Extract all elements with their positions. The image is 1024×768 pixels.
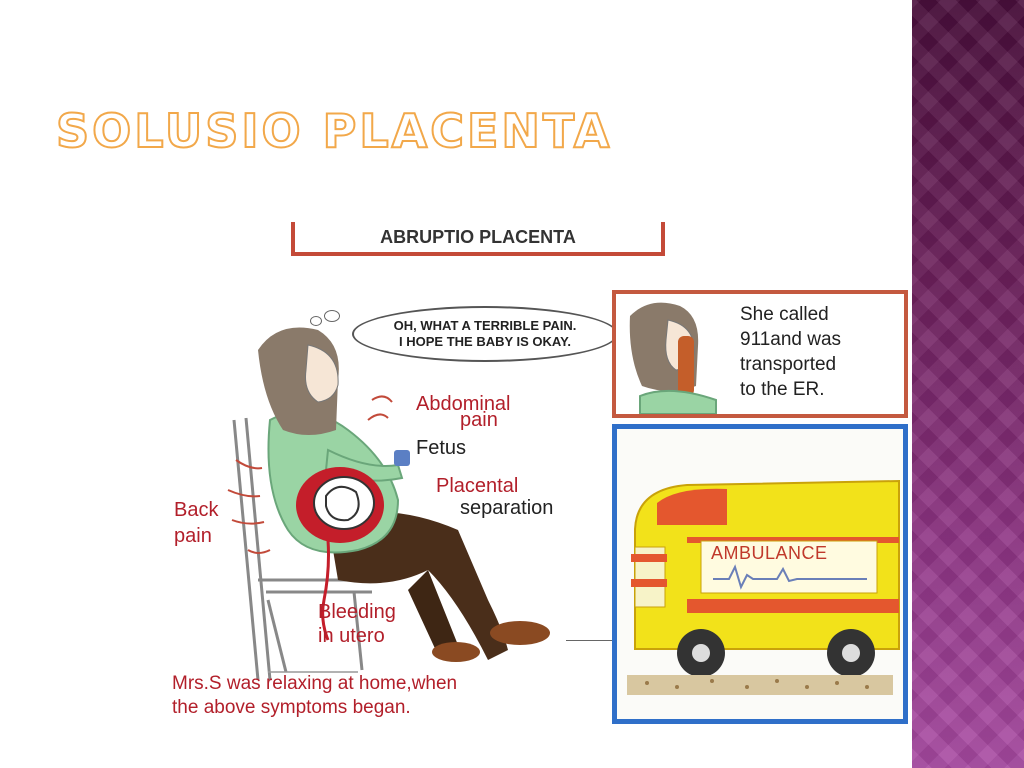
call-text-line-2: 911and was (740, 329, 842, 350)
caption-line-2: the above symptoms began. (172, 697, 411, 718)
speech-line-2: I HOPE THE BABY IS OKAY. (399, 334, 571, 349)
call-text-line-4: to the ER. (740, 379, 825, 400)
slide-title: SOLUSIO PLACENTA (55, 103, 613, 159)
label-placental: Placental (436, 475, 519, 497)
chair-icon (232, 417, 372, 681)
call-text-line-1: She called (740, 304, 829, 325)
decorative-sidebar (912, 0, 1024, 768)
label-abdominal: Abdominal (416, 393, 511, 415)
caption-line-1: Mrs.S was relaxing at home,when (172, 673, 458, 694)
label-in-utero: in utero (318, 625, 385, 647)
label-abdominal-pain: pain (460, 409, 498, 431)
label-back: Back (174, 499, 219, 521)
thought-dot (310, 316, 322, 326)
call-911-panel: She called 911and was transported to the… (612, 290, 908, 418)
ambulance-panel: AMBULANCE (612, 424, 908, 724)
call-text-line-3: transported (740, 354, 837, 375)
abruptio-placenta-illustration: ABRUPTIO PLACENTA (158, 220, 910, 724)
speech-bubble: OH, WHAT A TERRIBLE PAIN. I HOPE THE BAB… (352, 306, 618, 362)
ambulance-label: AMBULANCE (711, 543, 828, 563)
label-back-pain: pain (174, 525, 212, 547)
woman-drawing (227, 327, 550, 681)
caption: Mrs.S was relaxing at home,when the abov… (172, 672, 457, 720)
comic-header: ABRUPTIO PLACENTA (291, 222, 665, 256)
speech-line-1: OH, WHAT A TERRIBLE PAIN. (393, 318, 577, 333)
connector-line (566, 640, 612, 641)
woman-on-phone-drawing (629, 302, 717, 414)
label-separation: separation (460, 497, 554, 519)
thought-dot (324, 310, 340, 322)
ambulance-drawing (627, 479, 900, 695)
woman-scene: OH, WHAT A TERRIBLE PAIN. I HOPE THE BAB… (158, 300, 618, 724)
label-bleeding: Bleeding (318, 601, 396, 623)
call-911-text: She called 911and was transported to the… (740, 302, 841, 402)
label-fetus: Fetus (416, 437, 467, 459)
